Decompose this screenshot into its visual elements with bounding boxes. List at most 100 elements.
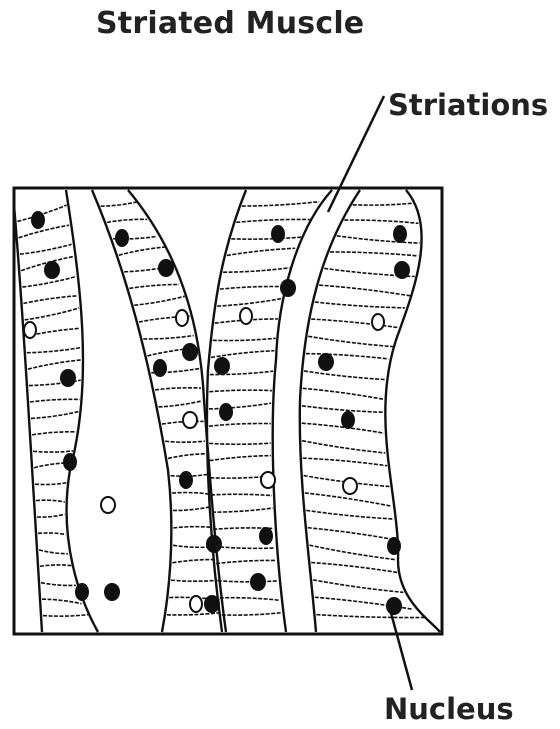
- striation-line: [315, 302, 405, 308]
- striation-line: [40, 565, 71, 566]
- striation-line: [309, 545, 396, 560]
- nucleus: [240, 308, 252, 324]
- striation-line: [159, 401, 203, 407]
- nucleus: [372, 314, 384, 330]
- striation-line: [311, 563, 397, 573]
- striation-line: [172, 560, 215, 563]
- nucleus: [183, 412, 197, 428]
- striation-line: [308, 336, 393, 346]
- striation-line: [304, 371, 385, 380]
- striation-line: [37, 514, 65, 517]
- striation-line: [209, 390, 272, 392]
- striation-line: [209, 423, 271, 426]
- nucleus: [101, 497, 115, 513]
- striation-line: [223, 268, 289, 272]
- striation-line: [306, 354, 389, 359]
- striation-line: [217, 299, 281, 306]
- nucleus: [180, 472, 192, 488]
- striation-line: [173, 527, 212, 528]
- striation-line: [27, 348, 81, 353]
- nucleus: [105, 584, 119, 600]
- striation-line: [216, 560, 276, 563]
- nucleus: [251, 574, 265, 590]
- striation-line: [212, 508, 273, 512]
- striation-line: [31, 412, 78, 419]
- striation-line: [173, 507, 211, 511]
- striation-line: [32, 432, 76, 435]
- striation-line: [134, 296, 185, 305]
- nucleus: [272, 226, 284, 242]
- striation-line: [313, 580, 403, 592]
- striation-line: [24, 296, 78, 304]
- striation-line: [308, 528, 396, 540]
- striation-line: [33, 451, 73, 452]
- striation-line: [210, 456, 271, 461]
- striation-line: [220, 286, 285, 289]
- nucleus: [32, 212, 44, 228]
- striation-line: [20, 244, 72, 254]
- striation-line: [209, 443, 271, 444]
- striation-line: [303, 388, 384, 399]
- striation-line: [316, 615, 425, 618]
- striation-line: [330, 252, 418, 256]
- nucleus: [76, 584, 88, 600]
- striation-line: [306, 510, 394, 519]
- striation-line: [242, 202, 319, 206]
- striation-line: [303, 458, 387, 466]
- fiber-boundary: [273, 190, 332, 632]
- striation-line: [353, 203, 414, 205]
- striation-line: [222, 613, 282, 615]
- striation-line: [143, 336, 193, 339]
- striation-line: [209, 403, 271, 409]
- striation-line: [220, 598, 280, 601]
- nucleus: [45, 262, 59, 278]
- striation-line: [38, 533, 66, 535]
- striation-line: [218, 581, 278, 582]
- nucleus: [116, 230, 128, 246]
- nucleus: [388, 538, 400, 554]
- nucleus: [395, 262, 409, 278]
- nucleus: [261, 472, 275, 488]
- striation-line: [36, 500, 65, 502]
- striation-line: [35, 483, 66, 485]
- muscle-fiber: [14, 190, 98, 632]
- striation-line: [305, 493, 392, 506]
- striation-line: [211, 494, 272, 495]
- nucleus: [64, 454, 76, 470]
- striation-line: [171, 580, 217, 581]
- nucleus-leader-line: [388, 602, 412, 690]
- striation-line: [41, 583, 76, 586]
- striation-line: [129, 284, 179, 288]
- striation-line: [39, 550, 68, 554]
- striation-line: [19, 225, 70, 238]
- fiber-boundary: [92, 190, 171, 632]
- striation-line: [227, 248, 295, 255]
- nucleus: [394, 226, 406, 242]
- striation-line: [231, 237, 302, 239]
- striation-line: [211, 351, 274, 358]
- nucleus: [159, 260, 173, 276]
- nucleus: [176, 310, 188, 326]
- nucleus: [61, 370, 75, 386]
- striation-line: [168, 454, 206, 459]
- striation-line: [344, 220, 418, 223]
- nucleus: [24, 322, 36, 338]
- striation-line: [302, 441, 385, 453]
- striation-line: [42, 599, 81, 604]
- fiber-boundary: [128, 190, 226, 632]
- striation-line: [25, 308, 79, 320]
- nucleus: [215, 358, 229, 374]
- striation-line: [213, 338, 276, 340]
- striation-line: [43, 615, 88, 617]
- striation-line: [236, 219, 310, 222]
- nucleus: [190, 596, 202, 612]
- striation-line: [119, 247, 165, 255]
- nucleus: [343, 478, 357, 494]
- fiber-boundary: [385, 190, 440, 632]
- striation-line: [28, 360, 81, 369]
- striation-line: [107, 219, 147, 222]
- fiber-group: [14, 190, 440, 632]
- nucleus: [154, 360, 166, 376]
- nucleus: [220, 404, 232, 420]
